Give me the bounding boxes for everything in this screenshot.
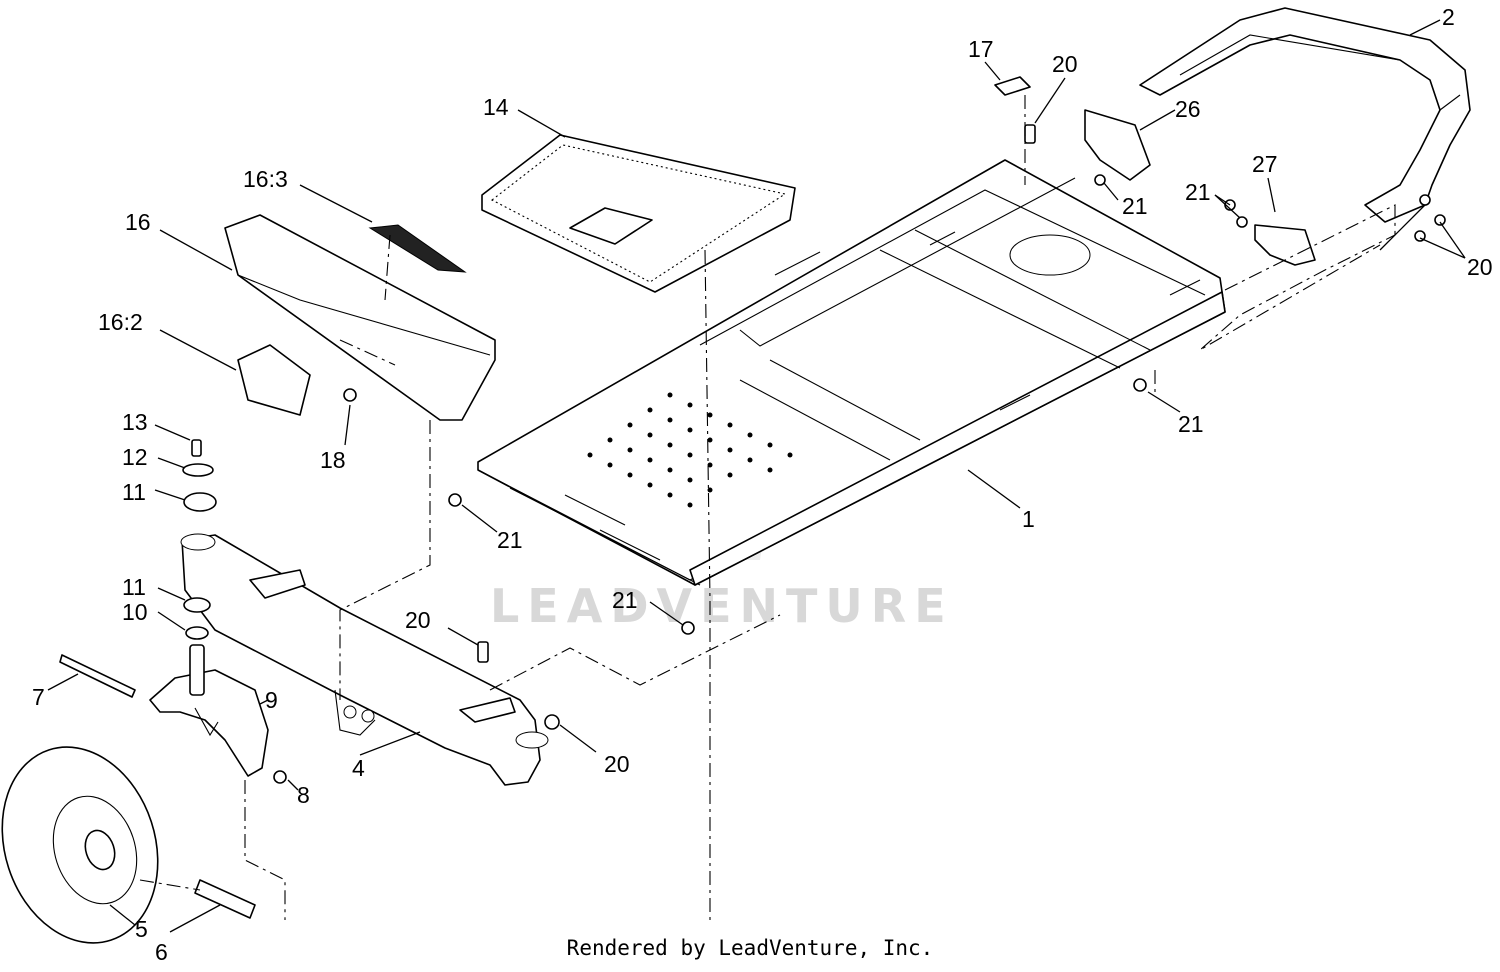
front-axle-part-4: [180, 533, 549, 786]
callout-12: 12: [122, 444, 148, 470]
fasteners: [343, 124, 1446, 730]
callout-1: 1: [1022, 506, 1035, 532]
callout-21-upper-right: 21: [1185, 179, 1211, 205]
callout-16-3: 16:3: [243, 166, 288, 192]
callout-20-right: 20: [1467, 254, 1493, 280]
callout-13: 13: [122, 409, 148, 435]
callout-labels: 1 2 4 5 6 7 8 9 10 11 12 11 13 14 16 16:…: [32, 4, 1493, 965]
main-frame-part-1: [477, 159, 1226, 586]
callout-10: 10: [122, 599, 148, 625]
callout-16: 16: [125, 209, 151, 235]
render-credit: Rendered by LeadVenture, Inc.: [566, 936, 934, 960]
rollbar-part-2: [1139, 7, 1471, 223]
callout-9: 9: [265, 687, 278, 713]
callout-27: 27: [1252, 151, 1278, 177]
callout-8: 8: [297, 782, 310, 808]
callout-26: 26: [1175, 96, 1201, 122]
wheel-part-5: [1, 746, 159, 944]
callout-2: 2: [1442, 4, 1455, 30]
bracket-part-26: [1084, 109, 1151, 181]
callout-leaders: [47, 19, 1466, 933]
callout-16-2: 16:2: [98, 309, 143, 335]
callout-20-axle: 20: [405, 607, 431, 633]
callout-11-upper: 11: [122, 479, 146, 505]
nut-part-8: [273, 770, 287, 784]
foot-panel-part-16: [224, 214, 496, 421]
callout-21-right: 21: [1178, 411, 1204, 437]
spacer-part-10: [185, 626, 209, 640]
washer-part-12: [182, 463, 214, 477]
floor-mat-part-14: [481, 134, 796, 293]
bolt-part-13: [191, 439, 202, 457]
bracket-part-27: [1254, 224, 1316, 266]
assembly-dash-lines: [139, 95, 1396, 920]
callout-20-bottom: 20: [604, 751, 630, 777]
decal-part-16-3: [368, 224, 467, 273]
decal-part-17: [994, 76, 1031, 96]
callout-4: 4: [352, 755, 365, 781]
callout-21-front: 21: [612, 587, 638, 613]
callout-18: 18: [320, 447, 346, 473]
floor-plate-perforations: [587, 392, 793, 508]
decal-part-16-2: [237, 344, 311, 416]
callout-5: 5: [135, 916, 148, 942]
watermark-text: LEADVENTURE: [490, 579, 954, 633]
bolt-part-7: [59, 654, 136, 698]
bearing-part-11-lower: [183, 597, 211, 613]
bearing-part-11-upper: [183, 492, 217, 512]
callout-20-top: 20: [1052, 51, 1078, 77]
callout-7: 7: [32, 684, 45, 710]
deck-round-hole: [1009, 234, 1091, 276]
callout-11-lower: 11: [122, 574, 146, 600]
callout-6: 6: [155, 939, 168, 965]
axle-sleeve-part-6: [194, 879, 256, 919]
caster-fork-part-9: [149, 644, 269, 777]
callout-21-left: 21: [497, 527, 523, 553]
callout-14: 14: [483, 94, 509, 120]
callout-21-bracket: 21: [1122, 193, 1148, 219]
callout-17: 17: [968, 36, 994, 62]
